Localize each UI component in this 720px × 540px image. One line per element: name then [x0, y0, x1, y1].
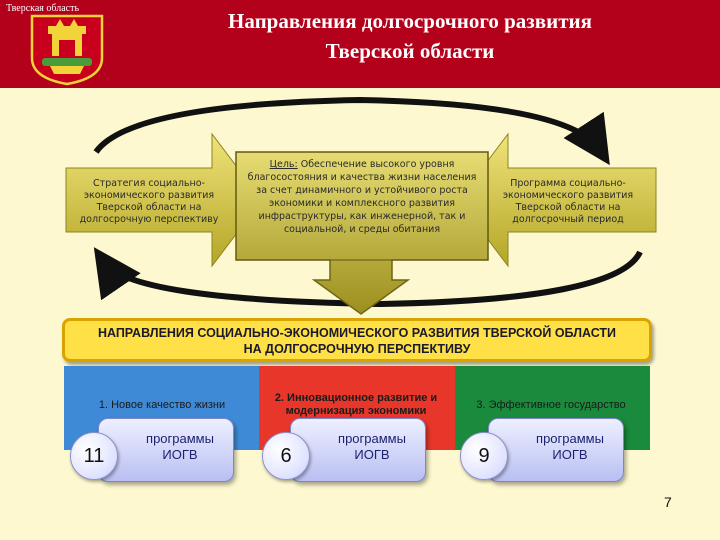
- direction-1-label: 1. Новое качество жизни: [98, 399, 226, 411]
- programs-card-1-text: программы ИОГВ: [127, 431, 233, 463]
- top-cycle-arrow: [93, 96, 610, 166]
- programs-card-2-line-1: программы: [338, 431, 406, 446]
- programs-card-1-line-1: программы: [146, 431, 214, 446]
- directions-banner: НАПРАВЛЕНИЯ СОЦИАЛЬНО-ЭКОНОМИЧЕСКОГО РАЗ…: [62, 318, 652, 362]
- programs-card-3-text: программы ИОГВ: [517, 431, 623, 463]
- programs-count-3: 9: [460, 432, 508, 480]
- banner-line-1: НАПРАВЛЕНИЯ СОЦИАЛЬНО-ЭКОНОМИЧЕСКОГО РАЗ…: [97, 326, 617, 340]
- program-box-text: Программа социально-экономического разви…: [502, 178, 634, 225]
- goal-box: Цель: Обеспечение высокого уровня благос…: [244, 158, 480, 236]
- programs-card-1: программы ИОГВ: [98, 418, 234, 482]
- programs-card-3: программы ИОГВ: [488, 418, 624, 482]
- programs-card-3-line-1: программы: [536, 431, 604, 446]
- page-title-line-1: Направления долгосрочного развития: [228, 9, 592, 33]
- programs-count-2: 6: [262, 432, 310, 480]
- programs-count-1: 11: [70, 432, 118, 480]
- programs-card-2: программы ИОГВ: [290, 418, 426, 482]
- region-caption: Тверская область: [6, 3, 80, 14]
- goal-label: Цель:: [269, 159, 298, 170]
- direction-2-label: 2. Инновационное развитие и модернизация…: [274, 392, 438, 417]
- goal-text: Обеспечение высокого уровня благосостоян…: [247, 159, 477, 235]
- programs-card-3-line-2: ИОГВ: [552, 447, 588, 462]
- banner-line-2: НА ДОЛГОСРОЧНУЮ ПЕРСПЕКТИВУ: [243, 342, 471, 356]
- header-bar: Тверская область Направления долгосрочно…: [0, 0, 720, 88]
- strategy-box-text: Стратегия социально-экономического разви…: [79, 178, 219, 225]
- bottom-cycle-arrow: [93, 247, 643, 308]
- programs-card-2-line-2: ИОГВ: [354, 447, 390, 462]
- coat-of-arms-icon: [30, 14, 104, 86]
- page-title-line-2: Тверской области: [325, 39, 495, 63]
- programs-card-2-text: программы ИОГВ: [319, 431, 425, 463]
- programs-card-1-line-2: ИОГВ: [162, 447, 198, 462]
- direction-3-label: 3. Эффективное государство: [476, 399, 626, 411]
- page-number: 7: [664, 494, 672, 510]
- page-title: Направления долгосрочного развития Тверс…: [140, 6, 680, 66]
